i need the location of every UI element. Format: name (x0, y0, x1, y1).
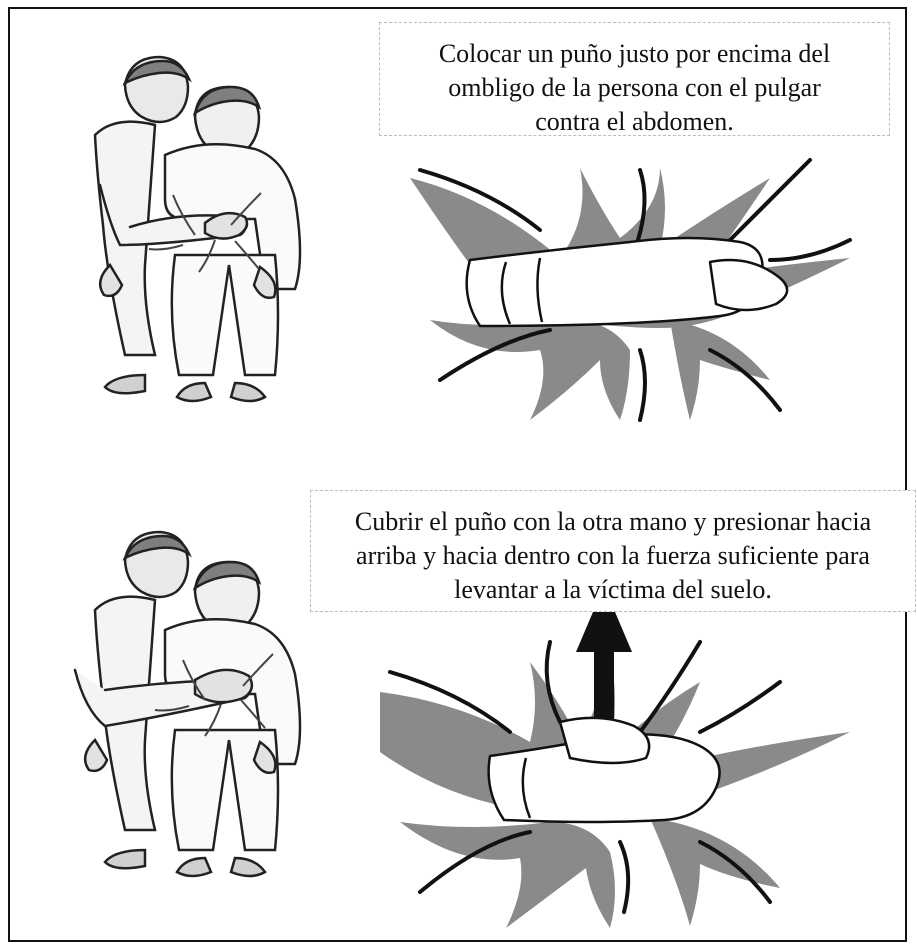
step-2-caption-line: Cubrir el puño con la otra mano y presio… (354, 507, 872, 536)
step-1-caption: Colocar un puño justo por encima del omb… (379, 22, 890, 136)
step-1-caption-line: contra el abdomen. (535, 107, 734, 136)
rescuer-victim-illustration-1 (93, 55, 302, 403)
step-1-caption-line: Colocar un puño justo por encima del (438, 39, 831, 68)
step-2-caption: Cubrir el puño con la otra mano y presio… (310, 490, 916, 612)
step-2-caption-line: levantar a la víctima del suelo. (454, 575, 772, 604)
rescuer-victim-illustration-2 (73, 530, 302, 878)
step-1-caption-line: ombligo de la persona con el pulgar (448, 73, 821, 102)
hands-thrust-closeup-illustration (380, 612, 850, 928)
step-2-caption-line: arriba y hacia dentro con la fuerza sufi… (356, 541, 870, 570)
fist-closeup-illustration (410, 158, 852, 422)
upward-arrow-icon (576, 612, 632, 732)
